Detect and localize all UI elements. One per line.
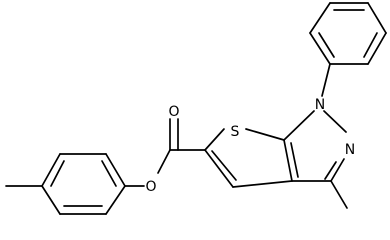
methyl-bond-pyrazole bbox=[330, 180, 348, 209]
phenyl-n-bond bbox=[321, 63, 331, 97]
carbonyl-oxygen-atom-label: O bbox=[168, 104, 179, 120]
sulfur-atom-label: S bbox=[231, 124, 240, 140]
tolyl-ring bbox=[41, 153, 126, 215]
ester-group bbox=[124, 118, 206, 187]
chemical-structure: S N N O O bbox=[5, 2, 387, 215]
thienopyrazole-core bbox=[204, 110, 347, 188]
nitrogen-2-atom-label: N bbox=[345, 142, 355, 158]
phenyl-ring bbox=[309, 2, 387, 65]
ester-oxygen-atom-label: O bbox=[145, 179, 156, 195]
nitrogen-1-atom-label: N bbox=[315, 97, 325, 113]
